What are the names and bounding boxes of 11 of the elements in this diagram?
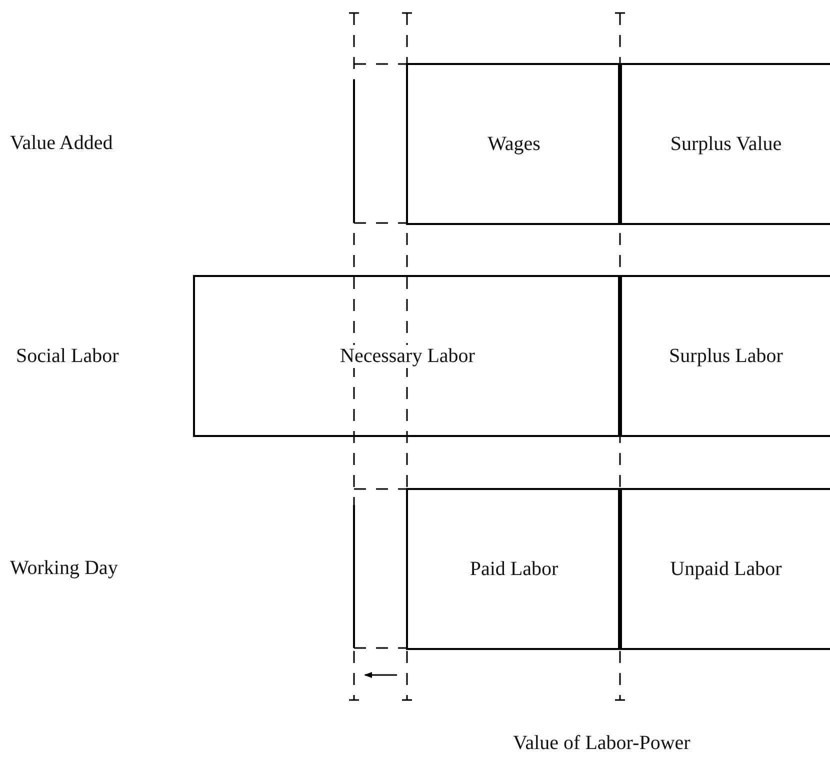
labeled-box [618, 488, 830, 650]
labeled-box [193, 275, 620, 437]
axis-note: Value of Labor-Power [513, 732, 690, 755]
labeled-box [618, 275, 830, 437]
box-label: Necessary Labor [339, 344, 476, 368]
row-label: Value Added [10, 132, 113, 155]
row-label: Working Day [10, 557, 118, 580]
labeled-box [406, 488, 620, 650]
row-label: Social Labor [16, 345, 119, 368]
labeled-box [618, 63, 830, 225]
labeled-box [406, 63, 620, 225]
